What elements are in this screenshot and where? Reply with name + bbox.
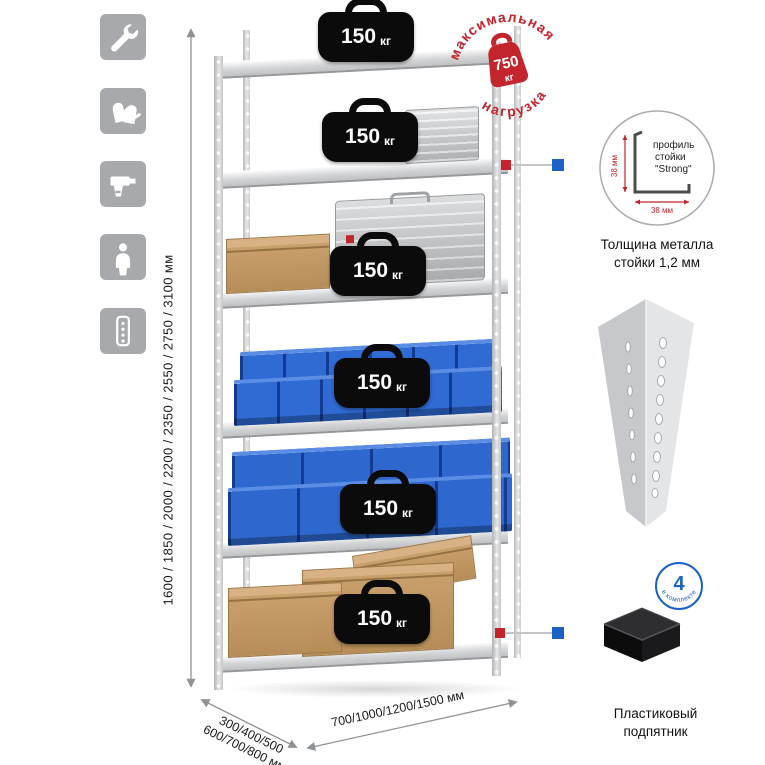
shelf-load-badge: 150 кг	[322, 112, 418, 162]
load-value: 150	[356, 607, 393, 630]
feature-tile-drill	[100, 161, 146, 207]
post-perforations	[625, 337, 667, 498]
profile-dim-horizontal: 38 мм	[651, 206, 673, 215]
profile-label-1: профиль	[653, 139, 694, 151]
wrench-icon	[111, 24, 138, 52]
stamp-arc-bottom-text: нагрузка	[477, 84, 553, 126]
depth-dimension-label: 300/400/500 600/700/800 мм	[191, 704, 305, 765]
foot-caption-line1: Пластиковый	[613, 706, 698, 721]
feature-tile-gloves	[100, 88, 146, 134]
profile-caption-line1: Толщина металла	[600, 237, 714, 252]
load-unit: кг	[392, 267, 404, 282]
load-value: 150	[344, 125, 381, 148]
feature-tile-post	[100, 308, 146, 354]
svg-text:нагрузка: нагрузка	[477, 84, 553, 126]
cardboard-box	[228, 582, 342, 658]
height-dimension-label: 1600 / 1850 / 2000 / 2200 / 2350 / 2550 …	[160, 254, 176, 606]
feature-tile-assembly	[100, 14, 146, 60]
gloves-icon	[112, 102, 141, 125]
rack-shadow	[225, 680, 525, 698]
load-unit: кг	[396, 379, 408, 394]
kit-badge-value: 4	[673, 573, 685, 595]
load-unit: кг	[384, 133, 396, 148]
rack-post-back-right	[514, 26, 521, 658]
foot-caption-line2: подпятник	[623, 723, 688, 739]
profile-connector-blue-square	[552, 159, 564, 171]
profile-caption-line2: стойки 1,2 мм	[613, 254, 701, 270]
cardboard-box	[226, 233, 330, 294]
load-value: 150	[356, 371, 393, 394]
profile-detail-circle: 38 мм 38 мм профиль стойки "Strong"	[599, 110, 715, 226]
profile-dim-vertical: 38 мм	[610, 155, 619, 177]
profile-label-2: стойки	[655, 152, 686, 163]
load-value: 150	[352, 259, 389, 282]
profile-caption: Толщина металла стойки 1,2 мм	[580, 236, 734, 271]
person-icon	[115, 243, 131, 276]
rack-post-front-right	[492, 42, 501, 676]
shelf-load-badge: 150 кг	[334, 358, 430, 408]
profile-shape	[633, 130, 691, 194]
plastic-foot-image	[603, 607, 681, 662]
corner-post-image	[598, 299, 694, 527]
load-value: 150	[340, 25, 377, 48]
foot-caption: Пластиковый подпятник	[578, 705, 733, 740]
stamp-load-unit: кг	[504, 72, 515, 85]
shelf-load-badge: 150 кг	[318, 12, 414, 62]
foot-connector-blue-square	[552, 627, 564, 639]
perforated-post-icon	[116, 315, 130, 347]
max-load-stamp: максимальная нагрузка 750 кг	[442, 2, 561, 126]
stamp-load-value: 750	[492, 53, 520, 75]
shelf-load-badge: 150 кг	[330, 246, 426, 296]
load-unit: кг	[402, 505, 414, 520]
stamp-weight-icon: 750 кг	[488, 32, 529, 88]
rack-post-front-left	[214, 56, 223, 690]
load-unit: кг	[396, 615, 408, 630]
shelf-load-badge: 150 кг	[340, 484, 436, 534]
load-value: 150	[362, 497, 399, 520]
rack-post-back-left	[243, 30, 250, 658]
drill-icon	[110, 176, 136, 197]
shelf-load-badge: 150 кг	[334, 594, 430, 644]
load-unit: кг	[380, 33, 392, 48]
profile-label-3: "Strong"	[655, 164, 692, 175]
feature-tile-person	[100, 234, 146, 280]
kit-quantity-badge: 4 в комплекте	[655, 562, 703, 610]
